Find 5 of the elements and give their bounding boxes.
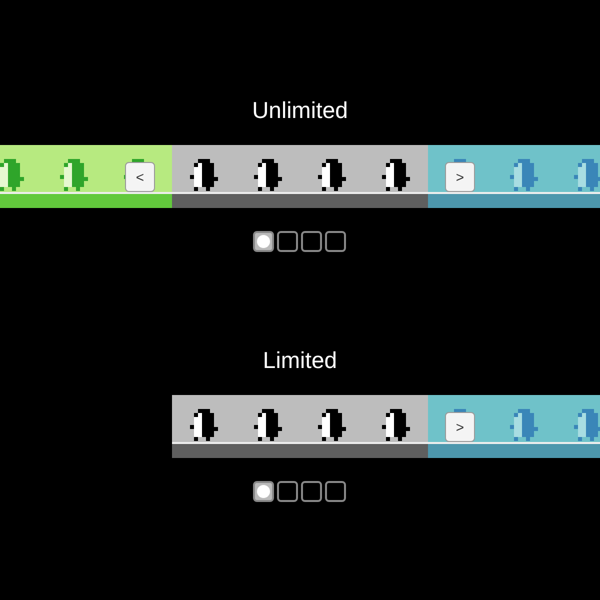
carousel-heading: Unlimited xyxy=(251,96,349,124)
next-button: > xyxy=(445,412,475,442)
carousel-heading: Limited xyxy=(262,346,338,374)
previous-button: < xyxy=(125,162,155,192)
next-button: > xyxy=(445,162,475,192)
